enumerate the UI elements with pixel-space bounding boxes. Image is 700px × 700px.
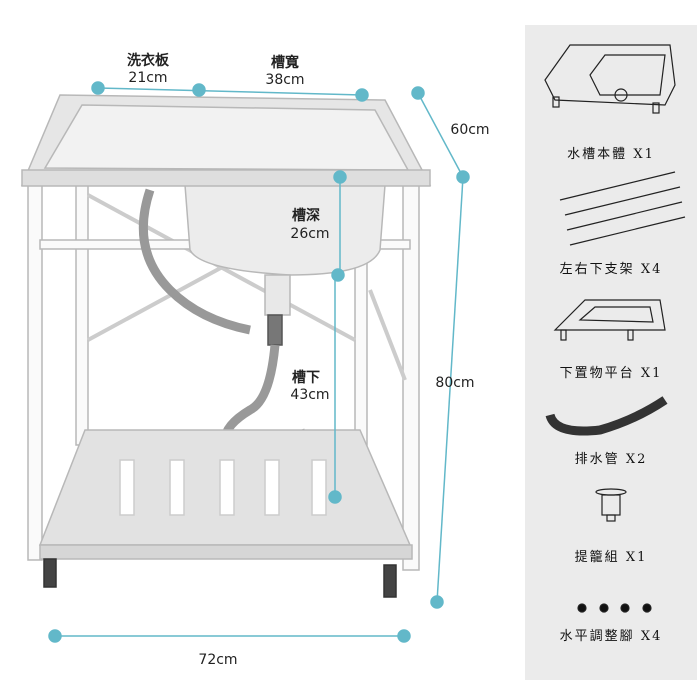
part-qty: X1 (633, 147, 655, 162)
support-rods-icon (559, 171, 686, 246)
basin-depth-label: 槽深 (292, 208, 320, 224)
basin-width-label: 槽寬 (271, 55, 299, 71)
shelf-platform-icon (553, 299, 666, 341)
part-qty: X4 (640, 262, 663, 277)
part-drain-hose: 排水管 X2 (525, 448, 697, 467)
below-basin-label: 槽下 (292, 370, 320, 386)
depth-value: 60cm (450, 122, 490, 138)
part-strainer: 提籠組 X1 (525, 546, 697, 565)
part-qty: X1 (625, 550, 648, 565)
basin-width-value: 38cm (265, 72, 305, 88)
dimension-lines (48, 81, 470, 643)
parts-icons (544, 44, 686, 613)
width-value: 72cm (198, 652, 238, 668)
part-name: 下置物平台 (559, 366, 635, 381)
part-support-rods: 左右下支架 X4 (525, 258, 697, 277)
part-name: 水平調整腳 (559, 629, 635, 644)
part-name: 水槽本體 (567, 147, 628, 162)
sink-stand-drawing (20, 94, 432, 598)
height-value: 80cm (435, 375, 475, 391)
part-shelf-platform: 下置物平台 X1 (525, 362, 697, 381)
part-name: 排水管 (574, 452, 620, 467)
sink-body-icon (544, 44, 676, 114)
washboard-value: 21cm (128, 70, 168, 86)
leveling-feet-icon (577, 603, 652, 613)
below-basin-value: 43cm (290, 387, 330, 403)
part-qty: X4 (640, 629, 663, 644)
part-leveling-feet: 水平調整腳 X4 (525, 625, 697, 644)
washboard-label: 洗衣板 (127, 53, 169, 69)
part-name: 左右下支架 (559, 262, 635, 277)
part-name: 提籠組 (574, 550, 620, 565)
parts-list-panel: 水槽本體 X1 左右下支架 X4 下置物平台 X1 排水管 X2 提籠組 X1 … (525, 25, 697, 680)
basin-depth-value: 26cm (290, 226, 330, 242)
part-qty: X1 (640, 366, 663, 381)
strainer-basket-icon (595, 488, 627, 522)
part-qty: X2 (625, 452, 648, 467)
drain-hose-icon (545, 396, 668, 436)
part-sink-body: 水槽本體 X1 (525, 143, 697, 162)
